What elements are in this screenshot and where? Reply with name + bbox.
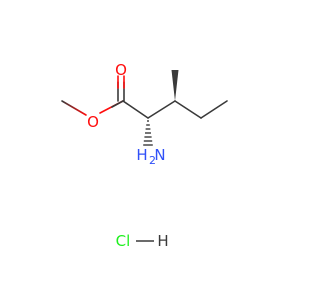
atom-ester-oxygen: O: [87, 113, 99, 131]
atom-chloride: Cl: [116, 232, 131, 250]
molecule-canvas: O O H 2 N Cl H: [61, 61, 228, 250]
atom-amine-subscript: 2: [149, 154, 156, 167]
bond-methyl-oxygen: [61, 100, 87, 116]
bond-alpha-beta: [147, 100, 176, 119]
atom-carbonyl-oxygen: O: [115, 61, 127, 79]
bond-carbonyl-alpha: [122, 100, 149, 119]
bond-beta-ch2: [174, 100, 202, 119]
bond-ch2-ch3: [200, 100, 228, 119]
hashed-bond-alpha-amine: [143, 120, 153, 146]
atom-amine-n: N: [154, 146, 165, 164]
atom-amine-h: H: [136, 146, 147, 164]
structure-diagram: O O H 2 N Cl H: [61, 61, 228, 250]
atom-hydrogen: H: [157, 232, 168, 250]
wedge-bond-beta-methyl: [171, 70, 179, 101]
